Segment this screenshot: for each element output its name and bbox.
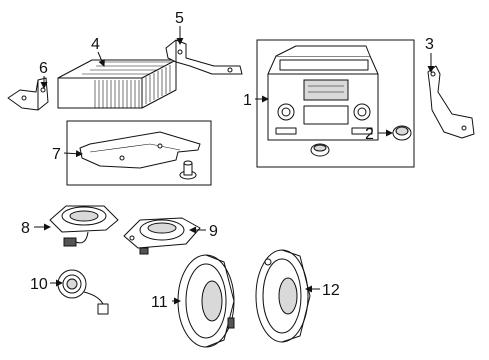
small-bracket-part: [7, 77, 49, 111]
head-unit-part: [267, 45, 379, 141]
woofer-12-part: [255, 249, 311, 343]
cover-panel-part: [79, 131, 201, 169]
side-bracket-part: [427, 65, 475, 139]
small-speaker-10-part: [57, 269, 109, 315]
amplifier-part: [57, 59, 177, 109]
callout-10: 10: [30, 276, 48, 293]
tweeter-8-part: [49, 205, 119, 247]
callout-4: 4: [91, 36, 100, 53]
callout-12: 12: [322, 282, 340, 299]
clip-part: [179, 160, 197, 180]
callout-8: 8: [21, 220, 30, 237]
callout-6: 6: [39, 60, 48, 77]
callout-9: 9: [209, 223, 218, 240]
callout-1: 1: [243, 92, 252, 109]
leader-lines: [34, 26, 435, 305]
head-unit-box: [256, 39, 415, 168]
callout-11: 11: [151, 294, 168, 311]
knob-part: [310, 143, 330, 157]
amplifier-bracket-part: [165, 39, 243, 75]
callout-5: 5: [175, 10, 184, 27]
callout-2: 2: [365, 126, 374, 143]
tweeter-9-part: [123, 217, 201, 255]
knob-2-part: [392, 125, 412, 141]
callout-7: 7: [52, 146, 61, 163]
callout-3: 3: [425, 36, 434, 53]
woofer-11-part: [177, 254, 235, 348]
